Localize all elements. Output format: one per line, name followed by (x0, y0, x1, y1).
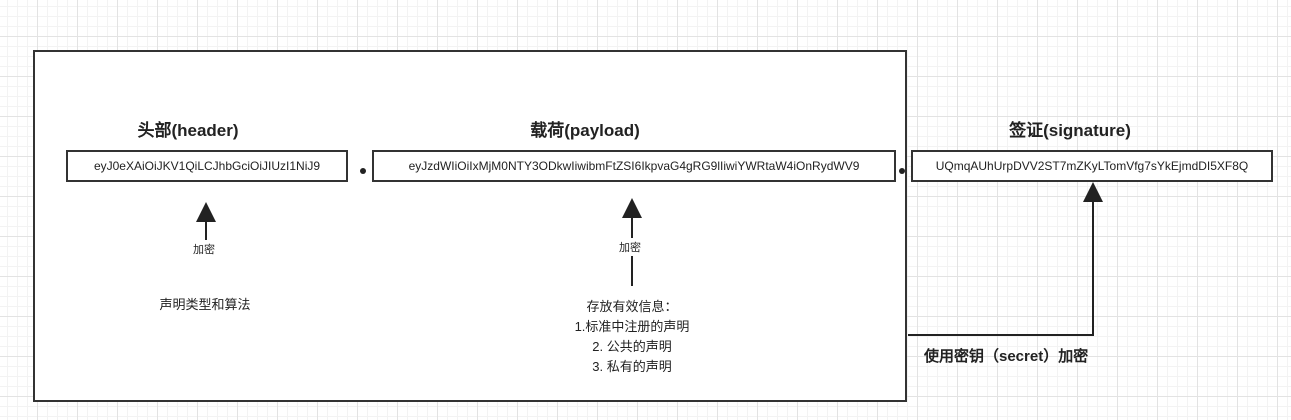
payload-arrow-label: 加密 (619, 238, 641, 256)
payload-note-line: 3. 私有的声明 (592, 359, 672, 374)
signature-token-box: UQmqAUhUrpDVV2ST7mZKyLTomVfg7sYkEjmdDI5X… (911, 150, 1273, 182)
header-token-box: eyJ0eXAiOiJKV1QiLCJhbGciOiJIUzI1NiJ9 (66, 150, 348, 182)
jwt-frame (33, 50, 907, 402)
payload-token-box: eyJzdWIiOiIxMjM0NTY3ODkwIiwibmFtZSI6Ikpv… (372, 150, 896, 182)
payload-note: 存放有效信息： 1.标准中注册的声明 2. 公共的声明 3. 私有的声明 (540, 297, 724, 377)
signature-arrow-label: 使用密钥（secret）加密 (924, 348, 1089, 365)
header-arrow-label: 加密 (193, 240, 215, 258)
header-title: 头部(header) (137, 121, 239, 140)
signature-arrow (908, 182, 1103, 336)
payload-note-line: 1.标准中注册的声明 (574, 319, 690, 334)
payload-note-line: 2. 公共的声明 (592, 339, 672, 354)
payload-note-line: 存放有效信息： (586, 299, 678, 314)
header-note: 声明类型和算法 (159, 297, 251, 312)
separator-dot-1 (360, 168, 366, 174)
payload-title: 载荷(payload) (530, 121, 640, 140)
separator-dot-2 (899, 168, 905, 174)
signature-title: 签证(signature) (1009, 121, 1131, 140)
